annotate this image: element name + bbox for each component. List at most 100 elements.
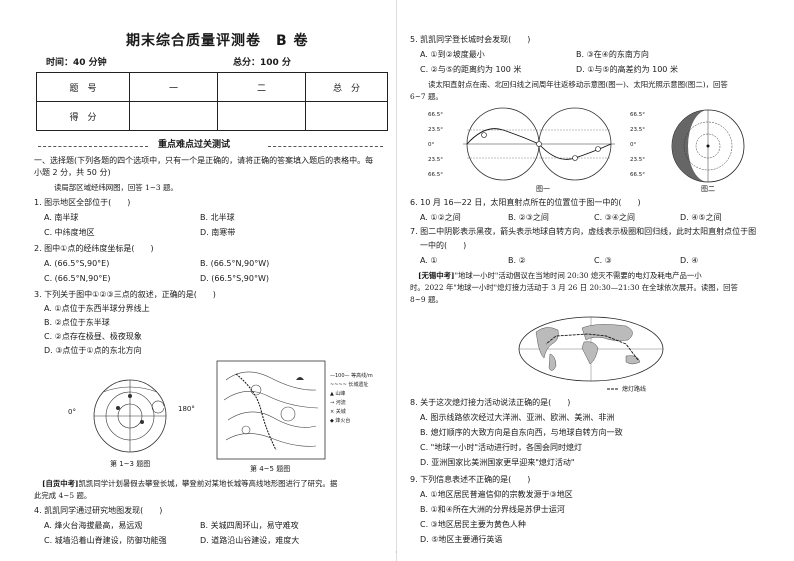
score-header-cell: 题 号 — [36, 72, 130, 102]
legend-river: → 河流 — [330, 400, 346, 406]
sun-intro-2: 6~7 题。 — [410, 92, 443, 101]
subsolar-migration-figure — [463, 107, 615, 181]
guide-line-2: 此完成 4~5 题。 — [34, 491, 92, 500]
q6-option-c[interactable]: C. ③④之间 — [594, 213, 636, 222]
sun-intro-1: 读太阳直射点在南、北回归线之间周年往返移动示意图(图一)、太阳光照示意图(图二)… — [428, 80, 728, 89]
score-row-label: 得 分 — [36, 101, 130, 131]
q9-stem: 9. 下列信息表述不正确的是( ) — [410, 475, 531, 484]
q6-option-b[interactable]: B. ②③之间 — [508, 213, 549, 222]
route-legend-icon — [607, 388, 619, 390]
q9-option-d[interactable]: D. ⑤地区主要通行英语 — [420, 535, 503, 544]
q2-option-b[interactable]: B. (66.5°N,90°W) — [200, 259, 270, 268]
q3-option-d[interactable]: D. ③点位于①点的东北方向 — [44, 346, 142, 355]
q4-option-c[interactable]: C. 城墙沿着山脊建设，防御功能强 — [44, 536, 167, 545]
q7-option-a[interactable]: A. ① — [420, 256, 438, 265]
score-header-cell: 二 — [217, 72, 306, 102]
contour-map-figure — [216, 360, 326, 460]
column-gutter — [396, 0, 397, 561]
earth-hour-text: "地球一小时"活动倡议在当地时间 20:30 熄灭不需要的电灯及耗电产品一小 — [454, 271, 702, 280]
legend-peak: ▲ 山峰 — [330, 391, 346, 397]
q3-option-c[interactable]: C. ②点存在极昼、极夜现象 — [44, 332, 142, 341]
section-title: 重点难点过关测试 — [158, 140, 231, 150]
q5-option-a[interactable]: A. ①到②坡度最小 — [420, 50, 485, 59]
lat-label: 66.5° — [428, 112, 443, 118]
q4-option-a[interactable]: A. 烽火台海拔最高，易远观 — [44, 521, 143, 530]
exam-total: 总分：100 分 — [233, 58, 291, 68]
q2-option-a[interactable]: A. (66.5°S,90°E) — [44, 259, 110, 268]
q7-stem-cont: 一中的( ) — [420, 241, 467, 250]
divider — [268, 146, 383, 147]
score-entry-cell[interactable] — [305, 101, 388, 131]
lat-label: 66.5° — [630, 112, 645, 118]
q7-option-c[interactable]: C. ③ — [594, 256, 612, 265]
contour-legend: —100— 等高线/m ~~~~ 长城遗址 ▲ 山峰 → 河流 × 关城 ◆ 烽… — [330, 372, 373, 426]
figure-caption-two: 图二 — [701, 185, 715, 193]
q4-option-d[interactable]: D. 道路沿山谷建设，难度大 — [200, 536, 300, 545]
q3-option-b[interactable]: B. ②点位于东半球 — [44, 318, 110, 327]
lat-label: 23.5° — [630, 157, 645, 163]
score-entry-cell[interactable] — [217, 101, 306, 131]
q6-option-a[interactable]: A. ①②之间 — [420, 213, 461, 222]
score-entry-cell[interactable] — [129, 101, 218, 131]
guide-line-1: [自贡中考]凯凯同学计划暑假去攀登长城，攀登前对某地长城等高线地形图进行了研究。… — [42, 478, 337, 489]
q3-stem: 3. 下列关于图中①②③三点的叙述，正确的是( ) — [34, 290, 216, 299]
score-header-cell: 一 — [129, 72, 218, 102]
q2-stem: 2. 图中①点的经纬度坐标是( ) — [34, 244, 154, 253]
route-legend-label: 熄灯路线 — [622, 386, 647, 393]
polar-label-180: 180° — [178, 405, 195, 413]
polar-label-0: 0° — [68, 408, 76, 416]
q9-option-b[interactable]: B. ①和④所在大洲的分界线是苏伊士运河 — [420, 505, 565, 514]
guide-tag: [自贡中考] — [42, 479, 79, 488]
illumination-figure — [671, 109, 745, 183]
q1-option-a[interactable]: A. 南半球 — [44, 213, 79, 222]
q7-option-b[interactable]: B. ② — [508, 256, 526, 265]
q7-option-d[interactable]: D. ④ — [680, 256, 699, 265]
page-mark: · — [395, 548, 398, 557]
q1-stem: 1. 图示地区全部位于( ) — [34, 198, 131, 207]
lat-label: 66.5° — [630, 172, 645, 178]
earth-hour-tag: [无锡中考] — [418, 271, 455, 280]
earth-hour-line-3: 8~9 题。 — [410, 295, 443, 304]
fig1-lat-left: 66.5° 23.5° 0° 23.5° 66.5° — [428, 108, 443, 183]
q4-stem: 4. 凯凯同学通过研究地图发现( ) — [34, 506, 163, 515]
earth-hour-line-1: [无锡中考]"地球一小时"活动倡议在当地时间 20:30 熄灭不需要的电灯及耗电… — [418, 270, 702, 281]
q5-option-d[interactable]: D. ①与⑤的高差约为 100 米 — [576, 65, 678, 74]
q1-option-d[interactable]: D. 南寒带 — [200, 228, 236, 237]
exam-time: 时间：40 分钟 — [46, 58, 107, 68]
q9-option-c[interactable]: C. ③地区居民主要为黄色人种 — [420, 520, 526, 529]
earth-hour-line-2: 时。2022 年"地球一小时"熄灯接力活动于 3 月 26 日 20:30—21… — [410, 283, 738, 292]
q6-stem: 6. 10 月 16—22 日，太阳直射点所在的位置位于图一中的( ) — [410, 198, 641, 207]
q1-option-b[interactable]: B. 北半球 — [200, 213, 235, 222]
figure-caption-4-5: 第 4~5 题图 — [250, 465, 291, 473]
q8-option-a[interactable]: A. 图示线路依次经过大洋洲、亚洲、欧洲、美洲、非洲 — [420, 413, 615, 422]
q4-option-b[interactable]: B. 关城四周环山，易守难攻 — [200, 521, 299, 530]
q5-stem: 5. 凯凯同学登长城时会发现( ) — [410, 35, 531, 44]
q8-option-d[interactable]: D. 亚洲国家比美洲国家更早迎来"熄灯活动" — [420, 458, 575, 467]
guide-text: 凯凯同学计划暑假去攀登长城，攀登前对某地长城等高线地形图进行了研究。据 — [78, 479, 338, 488]
q6-option-d[interactable]: D. ④⑤之间 — [680, 213, 722, 222]
q3-option-a[interactable]: A. ①点位于东西半球分界线上 — [44, 304, 150, 313]
exam-title: 期末综合质量评测卷 B 卷 — [126, 33, 309, 49]
q9-option-a[interactable]: A. ①地区居民普遍信仰的宗教发源于③地区 — [420, 490, 573, 499]
q8-option-c[interactable]: C. "地球一小时"活动进行时，各国会同时熄灯 — [420, 443, 583, 452]
q2-option-c[interactable]: C. (66.5°N,90°E) — [44, 274, 111, 283]
lat-label: 23.5° — [428, 157, 443, 163]
part1-heading: 一、选择题(下列各题的四个选项中，只有一个是正确的，请将正确的答案填入题后的表格… — [34, 156, 374, 165]
lat-label: 0° — [428, 142, 435, 148]
score-header-cell: 总 分 — [305, 72, 388, 102]
q5-option-c[interactable]: C. ②与⑤的距离约为 100 米 — [420, 65, 522, 74]
divider — [38, 146, 148, 147]
q1-option-c[interactable]: C. 中纬度地区 — [44, 228, 95, 237]
part1-heading-cont: 小题 2 分，共 50 分) — [34, 168, 111, 177]
figure-caption-1-3: 第 1~3 题图 — [110, 460, 151, 468]
legend-contour: —100— 等高线/m — [330, 373, 373, 379]
part1-intro: 读局部区域经纬网图，回答 1~3 题。 — [54, 183, 178, 192]
polar-graticule-figure — [93, 379, 167, 453]
q2-option-d[interactable]: D. (66.5°S,90°W) — [200, 274, 270, 283]
lat-label: 23.5° — [428, 127, 443, 133]
fig1-lat-right: 66.5° 23.5° 0° 23.5° 66.5° — [630, 108, 645, 183]
q8-option-b[interactable]: B. 熄灯顺序的大致方向是自东向西，与地球自转方向一致 — [420, 428, 623, 437]
q5-option-b[interactable]: B. ③在④的东南方向 — [576, 50, 649, 59]
q8-stem: 8. 关于这次熄灯接力活动说法正确的是( ) — [410, 398, 571, 407]
world-map-figure — [518, 316, 664, 382]
